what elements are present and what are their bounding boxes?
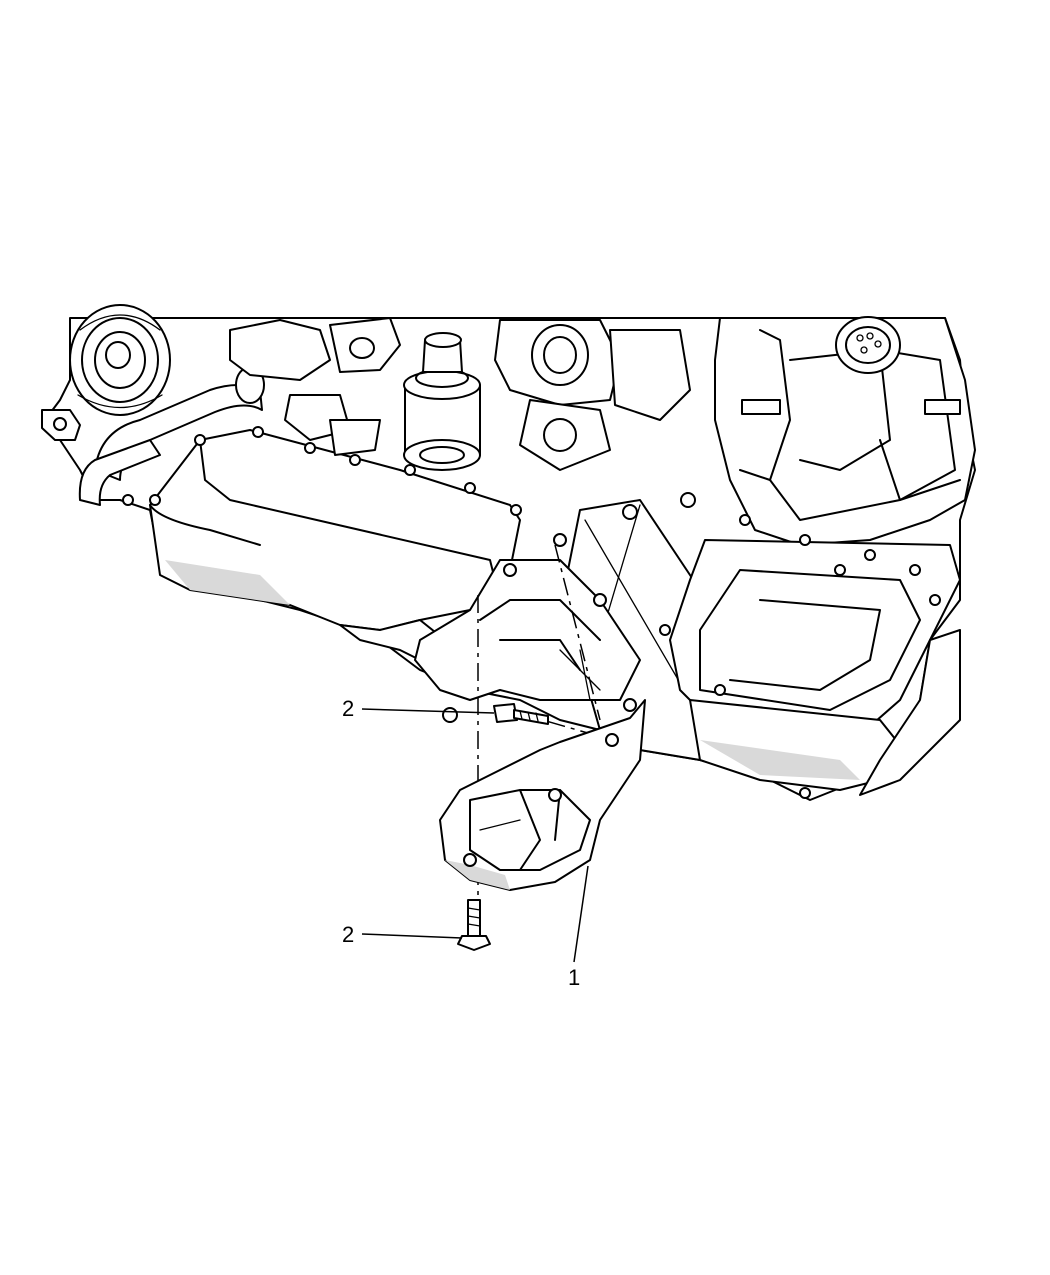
leader-2-lower <box>361 933 463 939</box>
callout-2-upper: 2 <box>342 696 354 721</box>
bolt-upper <box>493 703 549 725</box>
crank-pulley <box>69 304 171 416</box>
bolt-lower <box>457 899 491 951</box>
front-cover <box>414 533 641 723</box>
transmission-connector <box>835 316 901 374</box>
oil-pan-bolts <box>122 426 522 516</box>
callout-1: 1 <box>568 965 580 990</box>
engine-upper-components <box>229 317 691 471</box>
callout-leaders <box>361 708 589 963</box>
transmission <box>659 316 976 799</box>
oil-filter <box>403 332 481 471</box>
callout-2-lower: 2 <box>342 922 354 947</box>
engine-block <box>41 304 976 801</box>
transmission-pan <box>659 514 961 799</box>
structural-cover <box>439 698 646 891</box>
leader-1 <box>573 865 589 963</box>
leader-2-upper <box>361 708 495 714</box>
